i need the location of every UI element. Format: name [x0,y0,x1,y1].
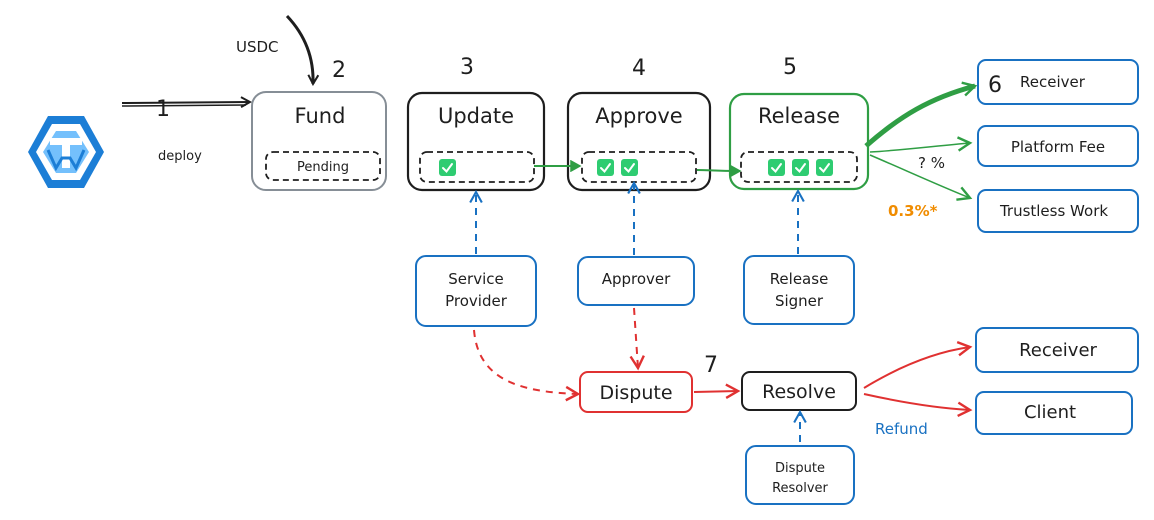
client-box: Client [975,391,1133,435]
step-3-number: 3 [460,55,474,80]
approver-box: Approver [577,256,695,306]
check-icon [768,159,785,176]
service-provider-box: Service Provider [415,255,537,327]
resolve-receiver-box: Receiver [975,327,1139,373]
resolve-to-receiver-arrow [863,340,973,389]
service-provider-label-line1: Service [448,270,503,288]
step-4-number: 4 [632,56,646,81]
stage-approve: Approve [566,91,712,192]
update-checks-box [419,151,535,183]
check-icon [439,159,456,176]
resolve-label: Resolve [762,381,836,403]
check-icon [621,159,638,176]
check-icon [597,159,614,176]
step-2-number: 2 [332,58,346,83]
dispute-resolver-label-line1: Dispute [775,461,825,476]
approver-label: Approver [602,270,671,288]
check-icon [816,159,833,176]
trustless-work-box: Trustless Work [977,189,1139,233]
service-provider-label-line2: Provider [445,292,508,310]
dispute-resolver-label-line2: Resolver [772,481,828,496]
release-to-trustless-arrow [869,154,973,201]
update-checks [439,159,456,176]
release-receiver-label: Receiver [1020,73,1086,91]
stage-release-label: Release [758,104,840,128]
check-icon [792,159,809,176]
dispute-to-resolve-arrow [693,383,741,399]
step-1-number: 1 [156,97,170,122]
approve-checks [597,159,638,176]
release-checks [768,159,833,176]
client-label: Client [1024,402,1076,423]
release-signer-label-line2: Signer [775,292,824,310]
resolve-receiver-label: Receiver [1019,340,1097,361]
stage-fund: Fund Pending [251,91,387,191]
trustless-work-logo-icon [28,116,104,188]
trustless-work-label: Trustless Work [999,202,1108,220]
service-provider-to-dispute-arrow [473,329,581,402]
stage-approve-label: Approve [595,104,682,128]
release-signer-label-line1: Release [770,270,829,288]
dispute-label: Dispute [599,382,672,404]
stage-update-label: Update [438,104,514,128]
stage-fund-label: Fund [295,104,346,128]
deploy-label: deploy [158,149,202,164]
platform-fee-percent: ? % [918,154,945,172]
platform-fee-box: Platform Fee [977,125,1139,167]
approve-to-release-arrow [696,170,740,171]
usdc-label: USDC [236,38,279,56]
resolve-to-client-arrow [863,393,973,418]
release-signer-box: Release Signer [743,255,855,325]
release-to-platform-arrow [869,136,973,153]
resolve-box: Resolve [741,371,857,411]
stage-update: Update [406,91,546,192]
platform-fee-label: Platform Fee [1011,138,1105,156]
refund-label: Refund [875,420,928,438]
step-5-number: 5 [783,55,797,80]
approver-to-dispute-arrow [629,307,645,371]
fund-status-box [265,151,381,181]
trustless-fee-percent: 0.3%* [888,202,938,220]
approve-checks-box [581,151,697,183]
step-6-number: 6 [988,73,1002,98]
dispute-box: Dispute [579,371,693,413]
fund-status-label: Pending [297,160,349,175]
stage-release: Release [728,92,870,191]
step-7-number: 7 [704,353,718,378]
deploy-arrow [121,102,250,106]
release-receiver-box: 6 Receiver [977,59,1139,105]
release-to-receiver-arrow [864,81,978,148]
usdc-arrow [285,14,313,84]
dispute-resolver-box: Dispute Resolver [745,445,855,505]
